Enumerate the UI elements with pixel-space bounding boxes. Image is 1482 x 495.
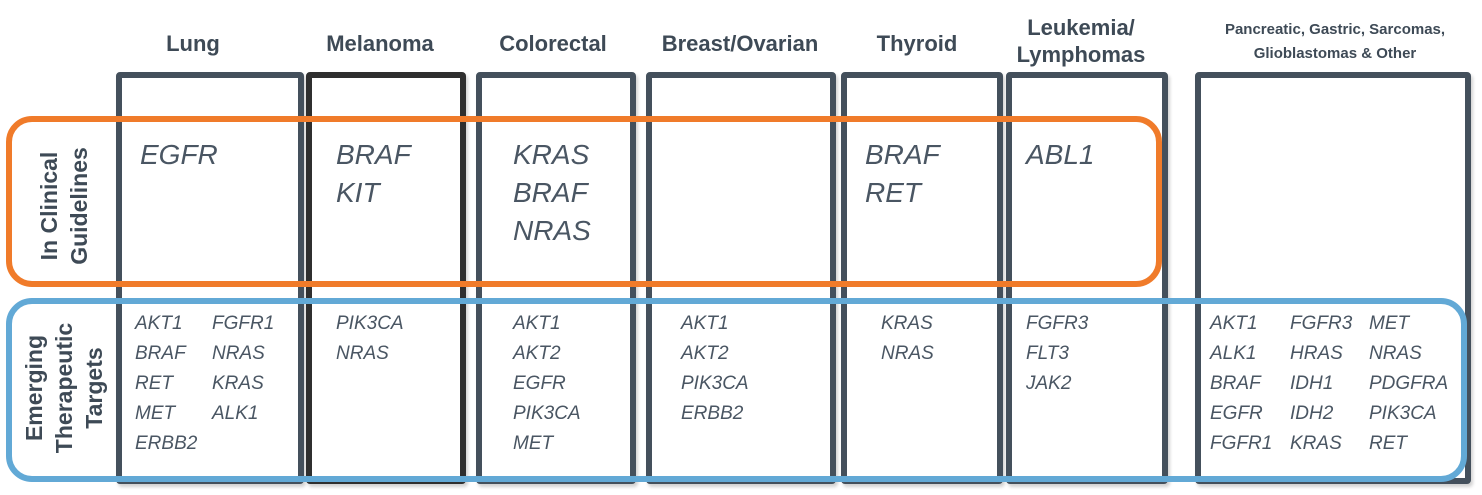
gene: IDH1 (1290, 373, 1334, 394)
emerging-genes-breast: AKT1 AKT2 PIK3CA ERBB2 (681, 309, 749, 429)
row-label-clinical-line2: Guidelines (66, 147, 92, 265)
gene: ALK1 (212, 403, 259, 424)
row-label-emerging-line3: Targets (81, 347, 107, 429)
gene: AKT1 (513, 313, 561, 334)
gene: RET (1369, 433, 1407, 454)
gene: MET (513, 433, 554, 454)
gene: BRAF (336, 139, 411, 170)
gene: JAK2 (1026, 373, 1072, 394)
gene: AKT2 (513, 343, 561, 364)
gene: PIK3CA (336, 313, 404, 334)
header-melanoma: Melanoma (326, 31, 434, 56)
gene: BRAF (135, 343, 186, 364)
gene: ALK1 (1210, 343, 1257, 364)
emerging-genes-other-col2: FGFR3 HRAS IDH1 IDH2 KRAS (1290, 309, 1352, 459)
gene: BRAF (513, 177, 588, 208)
header-lung: Lung (166, 31, 220, 56)
column-box-thyroid (841, 72, 1003, 484)
header-leukemia-line1: Leukemia/ (1027, 15, 1135, 40)
column-box-breast-ovarian (646, 72, 836, 484)
gene: MET (135, 403, 176, 424)
gene: FGFR3 (1290, 313, 1353, 334)
column-box-other (1195, 72, 1471, 484)
header-colorectal: Colorectal (499, 31, 607, 56)
gene: EGFR (140, 139, 218, 170)
emerging-targets-band (6, 298, 1467, 482)
gene: AKT1 (681, 313, 729, 334)
gene: NRAS (336, 343, 389, 364)
gene: FGFR3 (1026, 313, 1089, 334)
gene: AKT2 (681, 343, 729, 364)
clinical-genes-lung: EGFR (140, 136, 218, 174)
row-label-emerging-line1: Emerging (21, 334, 47, 442)
row-label-clinical: In Clinical Guidelines (34, 147, 94, 265)
gene: FGFR1 (212, 313, 275, 334)
row-label-emerging-line2: Therapeutic (51, 322, 77, 454)
emerging-genes-other-col1: AKT1 ALK1 BRAF EGFR FGFR1 (1210, 309, 1272, 459)
gene: RET (865, 177, 921, 208)
gene: KRAS (1290, 433, 1342, 454)
gene: ERBB2 (681, 403, 744, 424)
emerging-genes-lung-col1: AKT1 BRAF RET MET ERBB2 (135, 309, 197, 459)
header-other-line1: Pancreatic, Gastric, Sarcomas, (1224, 21, 1446, 38)
header-breast-ovarian: Breast/Ovarian (661, 31, 819, 56)
gene: ERBB2 (135, 433, 198, 454)
gene: EGFR (513, 373, 566, 394)
emerging-genes-melanoma: PIK3CA NRAS (336, 309, 404, 369)
gene: HRAS (1290, 343, 1343, 364)
emerging-genes-thyroid: KRAS NRAS (881, 309, 934, 369)
gene: KRAS (881, 313, 933, 334)
gene: PIK3CA (1369, 403, 1437, 424)
gene: RET (135, 373, 173, 394)
gene: PDGFRA (1369, 373, 1449, 394)
header-thyroid: Thyroid (876, 31, 958, 56)
gene: KIT (336, 177, 380, 208)
clinical-genes-thyroid: BRAF RET (865, 136, 940, 212)
header-other-line2: Glioblastomas & Other (1253, 45, 1417, 62)
header-leukemia-lymphomas: Leukemia/ Lymphomas (1006, 14, 1156, 68)
column-box-lung (116, 72, 304, 484)
gene: PIK3CA (681, 373, 749, 394)
gene: BRAF (865, 139, 940, 170)
gene: NRAS (212, 343, 265, 364)
gene: FGFR1 (1210, 433, 1273, 454)
gene: BRAF (1210, 373, 1261, 394)
gene: PIK3CA (513, 403, 581, 424)
gene: NRAS (881, 343, 934, 364)
emerging-genes-colorectal: AKT1 AKT2 EGFR PIK3CA MET (513, 309, 581, 459)
gene: IDH2 (1290, 403, 1334, 424)
header-other: Pancreatic, Gastric, Sarcomas, Glioblast… (1190, 18, 1480, 66)
emerging-genes-leukemia: FGFR3 FLT3 JAK2 (1026, 309, 1088, 399)
clinical-genes-colorectal: KRAS BRAF NRAS (513, 136, 591, 250)
gene: EGFR (1210, 403, 1263, 424)
clinical-guidelines-band (6, 116, 1162, 287)
gene: AKT1 (1210, 313, 1258, 334)
gene: FLT3 (1026, 343, 1069, 364)
emerging-genes-other-col3: MET NRAS PDGFRA PIK3CA RET (1369, 309, 1448, 459)
emerging-genes-lung-col2: FGFR1 NRAS KRAS ALK1 (212, 309, 274, 429)
column-box-melanoma (306, 72, 466, 484)
gene: KRAS (513, 139, 590, 170)
gene: MET (1369, 313, 1410, 334)
clinical-genes-leukemia: ABL1 (1026, 136, 1095, 174)
gene: AKT1 (135, 313, 183, 334)
clinical-genes-melanoma: BRAF KIT (336, 136, 411, 212)
gene: KRAS (212, 373, 264, 394)
row-label-clinical-line1: In Clinical (36, 151, 62, 261)
gene: NRAS (1369, 343, 1422, 364)
gene: ABL1 (1026, 139, 1095, 170)
header-leukemia-line2: Lymphomas (1016, 42, 1146, 67)
row-label-emerging: Emerging Therapeutic Targets (19, 323, 109, 453)
gene: NRAS (513, 215, 591, 246)
